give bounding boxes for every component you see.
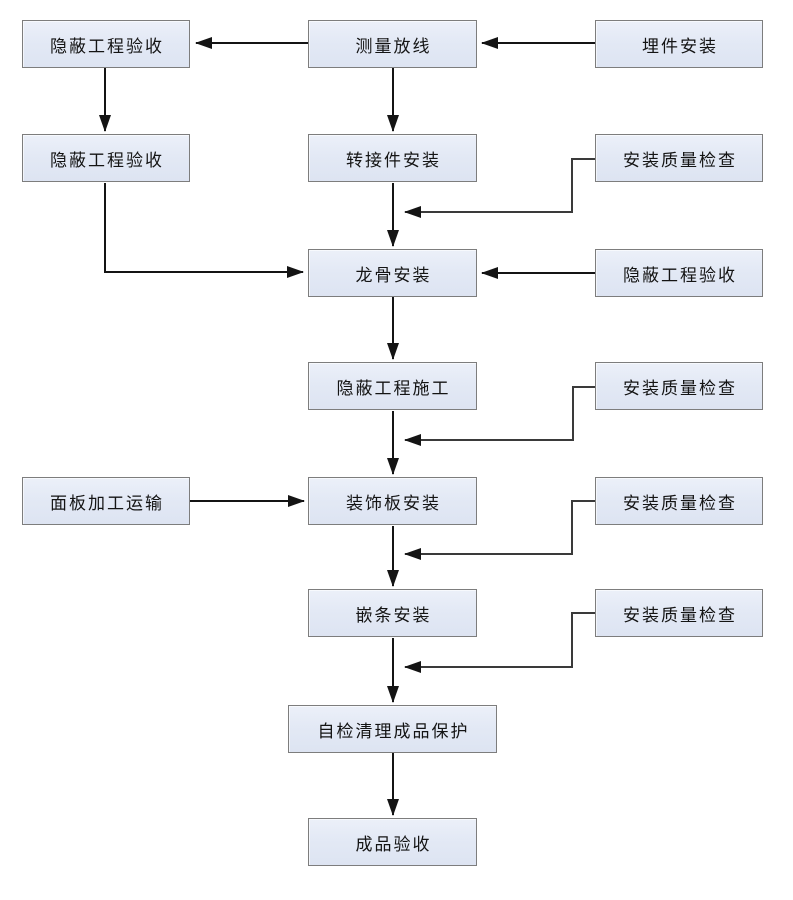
node-panel-transport: 面板加工运输 <box>22 477 190 525</box>
node-label: 隐蔽工程验收 <box>50 36 164 56</box>
node-quality-check-4: 安装质量检查 <box>595 589 763 637</box>
node-adapter-install: 转接件安装 <box>308 134 477 182</box>
node-label: 安装质量检查 <box>623 150 737 170</box>
node-hidden-construction: 隐蔽工程施工 <box>308 362 477 410</box>
node-label: 测量放线 <box>355 36 432 56</box>
node-label: 隐蔽工程施工 <box>336 378 451 398</box>
elbow-qc3-to-flow <box>404 500 595 560</box>
node-hidden-acceptance-3: 隐蔽工程验收 <box>595 249 763 297</box>
node-hidden-acceptance-2: 隐蔽工程验收 <box>22 134 190 182</box>
node-label: 龙骨安装 <box>355 265 432 285</box>
elbow-qc4-to-flow <box>404 612 595 673</box>
node-label: 安装质量检查 <box>623 378 737 398</box>
node-embed-install: 埋件安装 <box>595 20 763 68</box>
node-label: 隐蔽工程验收 <box>50 150 164 170</box>
node-label: 装饰板安装 <box>346 493 441 513</box>
node-quality-check-3: 安装质量检查 <box>595 477 763 525</box>
node-label: 安装质量检查 <box>623 493 737 513</box>
node-survey-layout: 测量放线 <box>308 20 477 68</box>
node-decor-panel-install: 装饰板安装 <box>308 477 477 525</box>
node-label: 嵌条安装 <box>355 605 432 625</box>
node-label: 转接件安装 <box>346 150 441 170</box>
node-label: 面板加工运输 <box>50 493 164 513</box>
elbow-qc1-to-flow <box>404 158 595 218</box>
node-final-acceptance: 成品验收 <box>308 818 477 866</box>
node-label: 成品验收 <box>355 834 432 854</box>
node-label: 埋件安装 <box>642 36 718 56</box>
node-label: 自检清理成品保护 <box>317 721 470 741</box>
node-quality-check-1: 安装质量检查 <box>595 134 763 182</box>
node-self-clean-protect: 自检清理成品保护 <box>288 705 497 753</box>
node-trim-install: 嵌条安装 <box>308 589 477 637</box>
node-label: 安装质量检查 <box>623 605 737 625</box>
elbow-qc2-to-flow <box>404 386 595 446</box>
node-quality-check-2: 安装质量检查 <box>595 362 763 410</box>
node-label: 隐蔽工程验收 <box>623 265 737 285</box>
arrow-hidden2-to-keel <box>104 183 304 278</box>
node-keel-install: 龙骨安装 <box>308 249 477 297</box>
node-hidden-acceptance-1: 隐蔽工程验收 <box>22 20 190 68</box>
